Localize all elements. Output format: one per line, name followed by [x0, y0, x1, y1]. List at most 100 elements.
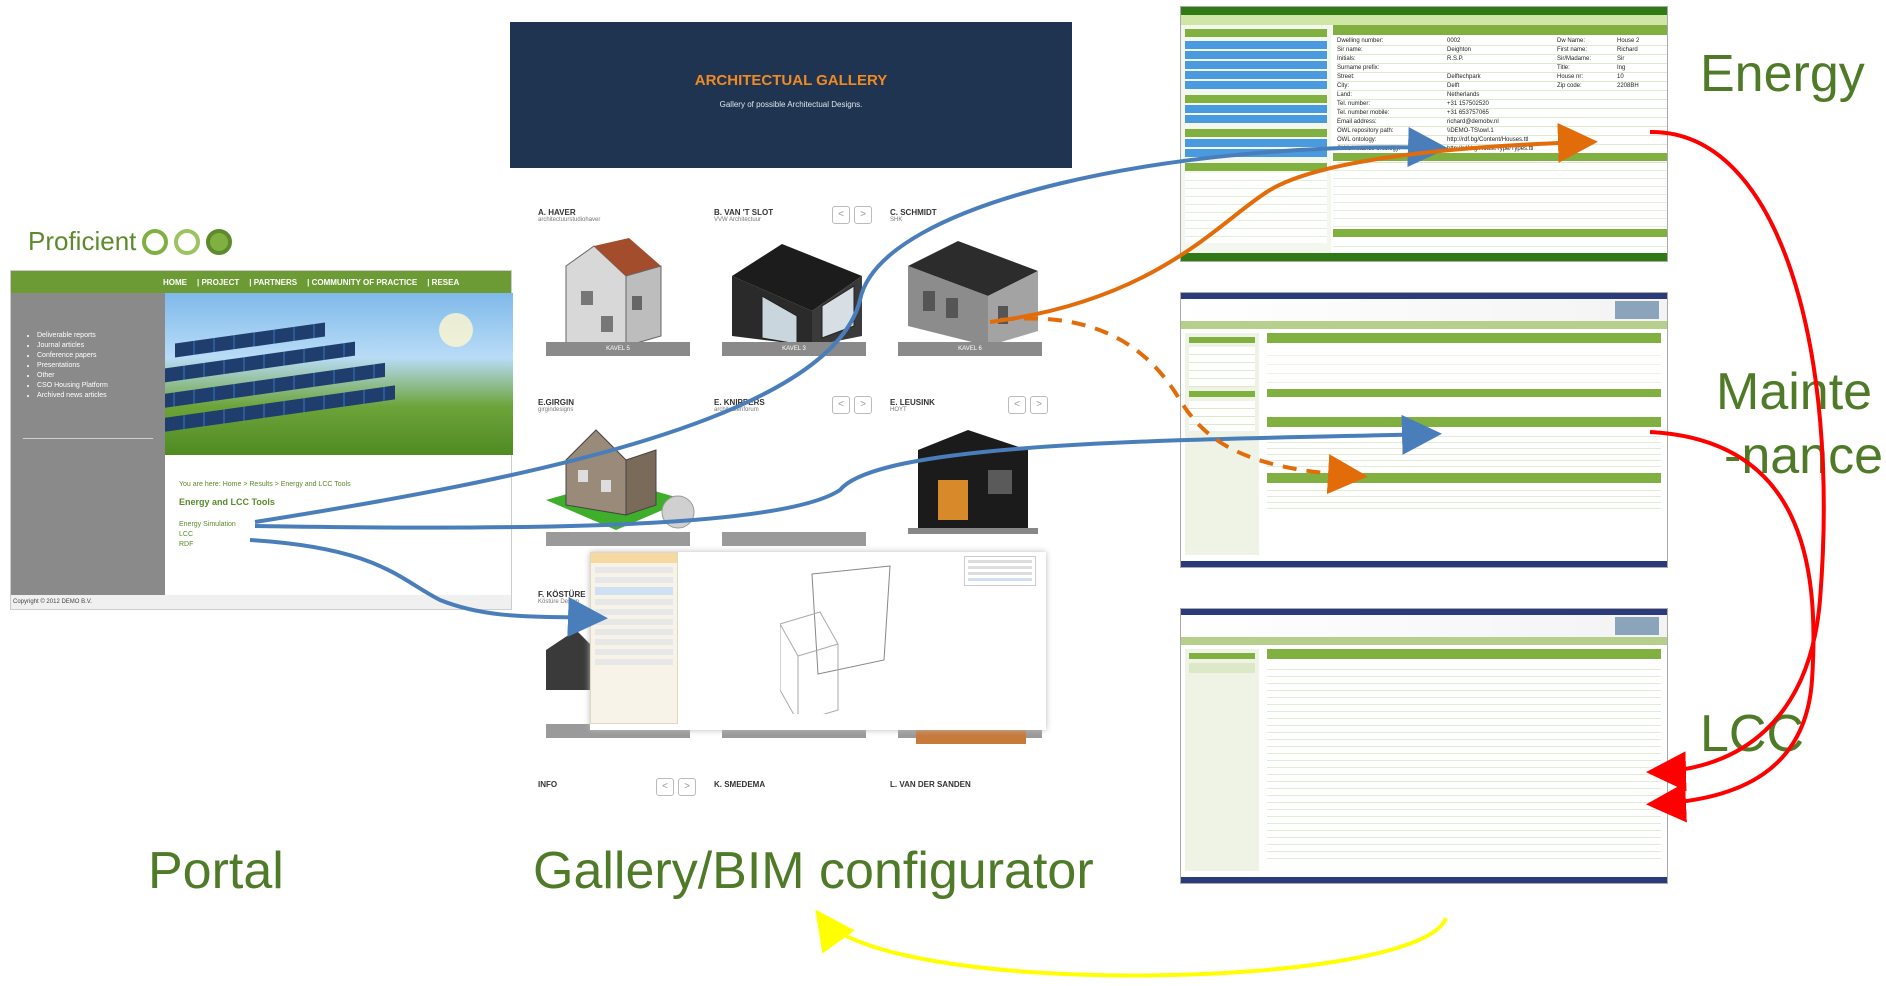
architect-smedema[interactable]: K. SMEDEMA — [714, 780, 766, 789]
label-maintenance-1: Mainte — [1716, 363, 1873, 421]
field-label: House nr: — [1557, 74, 1584, 80]
breadcrumb: You are here: Home > Results > Energy an… — [179, 481, 351, 488]
arrow-portal-configurator — [249, 538, 608, 637]
architect-van-der-sanden[interactable]: L. VAN DER SANDEN — [890, 780, 971, 789]
field-label: OWL repository path: — [1337, 128, 1394, 134]
field-value[interactable]: http://rdf.bg/HouseType/Types.ttl — [1447, 146, 1534, 152]
solar-panel-image — [165, 293, 513, 455]
field-value[interactable]: +31 157502520 — [1447, 101, 1489, 107]
field-value[interactable]: 10 — [1617, 74, 1624, 80]
wireframe-viewport — [780, 565, 891, 714]
arrow-portal-maintenance — [254, 414, 1442, 530]
label-energy: Energy — [1700, 45, 1865, 103]
nav-project[interactable]: | PROJECT — [197, 277, 240, 287]
field-label: Initials: — [1337, 56, 1356, 62]
logo-leaf-icon — [206, 228, 233, 255]
label-gallery: Gallery/BIM configurator — [533, 842, 1094, 900]
sidebar-item[interactable]: Other — [37, 371, 165, 381]
house-kostüre-image — [546, 630, 596, 690]
field-label: Title: — [1557, 65, 1570, 71]
lcc-sidebar — [1185, 649, 1259, 871]
arrow-energy-lcc — [1646, 129, 1826, 792]
field-value[interactable]: Deighton — [1447, 47, 1472, 53]
dwelling-field-row: Initials: R.S.P. Sir/Madame: Sir — [1337, 55, 1667, 64]
house-van-t-slot-image — [732, 244, 862, 346]
link-rdf[interactable]: RDF — [179, 541, 194, 548]
field-label: Email address: — [1337, 119, 1377, 125]
portal-window: HOME | PROJECT | PARTNERS | COMMUNITY OF… — [10, 270, 513, 610]
parameter-panel — [590, 552, 678, 724]
next-button[interactable]: > — [854, 396, 872, 414]
portal-footer: Copyright © 2012 DEMO B.V. — [11, 595, 511, 609]
sidebar-item[interactable]: Conference papers — [37, 351, 165, 361]
maintenance-window — [1180, 292, 1668, 568]
field-value[interactable]: 2208BH — [1617, 83, 1639, 89]
gallery-banner: ARCHITECTUAL GALLERY Gallery of possible… — [510, 22, 1072, 168]
field-value[interactable]: Richard — [1617, 47, 1638, 53]
field-label: Sir/Madame: — [1557, 56, 1592, 62]
sidebar-item[interactable]: Archived news articles — [37, 391, 165, 401]
field-value[interactable]: Delftechpark — [1447, 74, 1481, 80]
dwelling-field-row: Street: Delftechpark House nr: 10 — [1337, 73, 1667, 82]
sidebar-item[interactable]: Journal articles — [37, 341, 165, 351]
arrow-portal-energy — [254, 127, 1448, 524]
field-label: City: — [1337, 83, 1349, 89]
field-value[interactable]: http://rdf.bg/Content/Houses.ttl — [1447, 137, 1529, 143]
link-energy-simulation[interactable]: Energy Simulation — [179, 521, 236, 528]
field-value[interactable]: Sir — [1617, 56, 1625, 62]
field-value[interactable]: House 2 — [1617, 38, 1640, 44]
field-value[interactable]: \\DEMO-TS\owl.1 — [1447, 128, 1494, 134]
field-value[interactable]: R.S.P. — [1447, 56, 1464, 62]
sidebar-item[interactable]: Presentations — [37, 361, 165, 371]
header-photo — [1615, 301, 1659, 319]
field-value[interactable]: Netherlands — [1447, 92, 1480, 98]
field-label: Zip code: — [1557, 83, 1582, 89]
object-tree[interactable] — [964, 556, 1036, 586]
nav-home[interactable]: HOME — [163, 277, 187, 287]
house-schmidt-image — [908, 241, 1038, 346]
label-maintenance-2: -nance — [1724, 427, 1883, 485]
nav-partners[interactable]: | PARTNERS — [249, 277, 298, 287]
field-label: Tel. number mobile: — [1337, 110, 1390, 116]
logo-sun-icon — [174, 228, 201, 255]
dwelling-field-row: Email address: richard@demobv.nl — [1337, 118, 1667, 127]
prev-button[interactable]: < — [1008, 396, 1026, 414]
nav-community[interactable]: | COMMUNITY OF PRACTICE — [307, 277, 418, 287]
sidebar-item[interactable]: Deliverable reports — [37, 331, 165, 341]
field-value[interactable]: richard@demobv.nl — [1447, 119, 1499, 125]
field-value[interactable]: Ing — [1617, 65, 1626, 71]
link-lcc[interactable]: LCC — [179, 531, 194, 538]
field-label: Street: — [1337, 74, 1355, 80]
nav-research[interactable]: | RESEA — [427, 277, 460, 287]
arrow-lcc-configurator — [815, 909, 1448, 978]
kavel-label: KAVEL 6 — [898, 342, 1042, 356]
field-label: Sir name: — [1337, 47, 1363, 53]
dwelling-field-row: City: Delft Zip code: 2208BH — [1337, 82, 1667, 91]
arrow-house-energy — [989, 122, 1598, 324]
prev-button[interactable]: < — [832, 206, 850, 224]
prev-button[interactable]: < — [832, 396, 850, 414]
house-haver-image — [565, 238, 662, 347]
field-label: Surname prefix: — [1337, 65, 1380, 71]
field-value[interactable]: Delft — [1447, 83, 1460, 89]
field-value[interactable]: +31 653757065 — [1447, 110, 1489, 116]
next-button[interactable]: > — [678, 778, 696, 796]
portal-nav: HOME | PROJECT | PARTNERS | COMMUNITY OF… — [11, 271, 511, 293]
next-button[interactable]: > — [1030, 396, 1048, 414]
field-value[interactable]: 0002 — [1447, 38, 1461, 44]
architect-info[interactable]: INFO — [538, 780, 558, 789]
arrow-house-maintenance-dashed — [999, 316, 1368, 495]
sidebar-item[interactable]: CSO Housing Platform — [37, 381, 165, 391]
next-button[interactable]: > — [854, 206, 872, 224]
prev-button[interactable]: < — [656, 778, 674, 796]
field-label: Dwelling number: — [1337, 38, 1384, 44]
